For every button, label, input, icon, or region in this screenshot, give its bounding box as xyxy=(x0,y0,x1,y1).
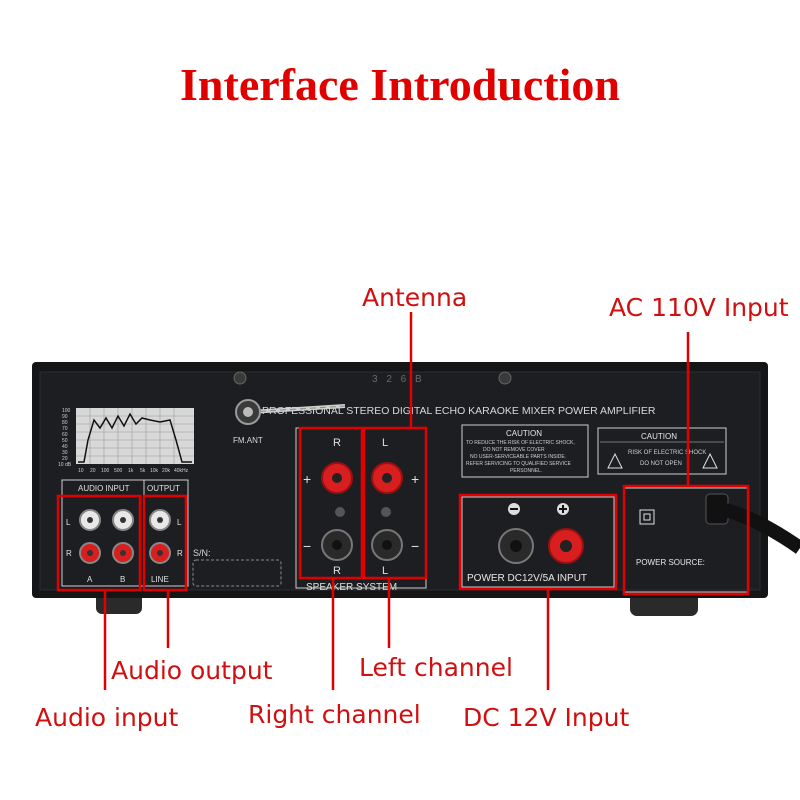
highlight-audio-output xyxy=(142,494,188,592)
svg-text:100: 100 xyxy=(62,408,71,414)
svg-text:20: 20 xyxy=(62,456,68,462)
svg-text:40: 40 xyxy=(62,444,68,450)
input-b-label: B xyxy=(120,575,125,584)
ac-power-cord xyxy=(723,503,800,554)
power-source-label: POWER SOURCE: xyxy=(636,558,705,567)
caution-line: PERSONNEL. xyxy=(510,468,542,474)
svg-text:40kHz: 40kHz xyxy=(174,468,189,474)
svg-text:50: 50 xyxy=(62,438,68,444)
speaker-l-bottom: L xyxy=(382,565,388,577)
model-number: 3 2 6 B xyxy=(372,374,425,385)
power-dc-label: POWER DC12V/5A INPUT xyxy=(467,573,587,584)
input-l-label: L xyxy=(66,518,71,527)
caution-line: DO NOT OPEN xyxy=(640,461,682,467)
svg-text:60: 60 xyxy=(62,432,68,438)
speaker-plus-right: + xyxy=(411,471,419,487)
highlight-left-channel xyxy=(362,426,428,580)
svg-text:80: 80 xyxy=(62,420,68,426)
screw-icon xyxy=(381,507,391,517)
caution-label-1 xyxy=(461,424,589,478)
io-frame xyxy=(61,479,189,587)
speaker-minus-left: − xyxy=(303,538,311,554)
caution-label-2 xyxy=(597,427,727,475)
caution-title-2: CAUTION xyxy=(641,432,677,441)
rca-jacks[interactable] xyxy=(79,509,171,564)
serial-number-label: S/N: xyxy=(193,548,211,558)
fm-antenna xyxy=(235,399,346,425)
audio-input-label: AUDIO INPUT xyxy=(78,484,130,493)
screw-icon xyxy=(233,371,247,385)
speaker-r-top: R xyxy=(333,437,341,449)
speaker-minus-right: − xyxy=(411,538,419,554)
output-l-label: L xyxy=(177,518,182,527)
svg-text:100: 100 xyxy=(101,468,110,474)
caution-line: RISK OF ELECTRIC SHOCK xyxy=(628,450,706,456)
svg-text:500: 500 xyxy=(114,468,123,474)
caution-line: REFER SERVICING TO QUALIFIED SERVICE xyxy=(466,461,572,467)
warning-triangle-icon xyxy=(702,452,718,469)
warning-triangle-icon xyxy=(607,452,623,469)
panel-header: PROFESSIONAL STEREO DIGITAL ECHO KARAOKE… xyxy=(262,405,656,417)
screw-icon xyxy=(335,507,345,517)
graph-x-labels: 10 20 100 500 1k 5k 10k 20k 40kHz xyxy=(78,468,189,474)
line-label: LINE xyxy=(151,575,169,584)
speaker-l-top: L xyxy=(382,437,388,449)
svg-text:30: 30 xyxy=(62,450,68,456)
highlight-audio-input xyxy=(56,494,142,592)
svg-text:10: 10 xyxy=(78,468,84,474)
svg-text:5k: 5k xyxy=(140,468,146,474)
output-label: OUTPUT xyxy=(147,484,180,493)
fm-ant-label: FM.ANT xyxy=(233,436,263,445)
callout-audio-input: Audio input xyxy=(35,703,179,732)
callout-dc-input: DC 12V Input xyxy=(463,703,630,732)
callout-antenna: Antenna xyxy=(362,283,468,312)
svg-text:70: 70 xyxy=(62,426,68,432)
highlight-boxes xyxy=(56,426,750,596)
caution-title-1: CAUTION xyxy=(506,429,542,438)
svg-text:90: 90 xyxy=(62,414,68,420)
highlight-dc-input xyxy=(458,493,618,591)
output-r-label: R xyxy=(177,549,183,558)
ac-power-cord-plug[interactable] xyxy=(705,493,729,525)
svg-text:20: 20 xyxy=(90,468,96,474)
highlight-right-channel xyxy=(298,426,364,580)
callout-left-channel: Left channel xyxy=(359,653,513,682)
speaker-system-label: SPEAKER SYSTEM xyxy=(306,582,397,593)
double-insulation-icon xyxy=(639,509,655,525)
highlight-ac-input xyxy=(622,484,750,596)
callout-right-channel: Right channel xyxy=(248,700,421,729)
caution-line: DO NOT REMOVE COVER xyxy=(483,447,545,453)
speaker-r-bottom: R xyxy=(333,565,341,577)
caution-line: TO REDUCE THE RISK OF ELECTRIC SHOCK, xyxy=(466,440,575,446)
svg-text:10 dB: 10 dB xyxy=(58,462,72,468)
screw-icon xyxy=(498,371,512,385)
callout-ac-input: AC 110V Input xyxy=(609,293,789,322)
svg-text:1k: 1k xyxy=(128,468,134,474)
callout-audio-output: Audio output xyxy=(111,656,273,685)
input-a-label: A xyxy=(87,575,93,584)
serial-number-box xyxy=(192,559,282,587)
frequency-response-graph xyxy=(76,408,194,464)
speaker-plus-left: + xyxy=(303,471,311,487)
input-r-label: R xyxy=(66,549,72,558)
svg-text:10k: 10k xyxy=(150,468,159,474)
page-title: Interface Introduction xyxy=(180,59,620,110)
callout-lines xyxy=(103,312,690,690)
speaker-terminals[interactable] xyxy=(321,462,403,561)
dc-input-frame xyxy=(461,496,615,588)
graph-y-labels: 100 90 80 70 60 50 40 30 20 10 dB xyxy=(58,408,72,468)
caution-line: NO USER-SERVICEABLE PARTS INSIDE. xyxy=(470,454,566,460)
svg-text:20k: 20k xyxy=(162,468,171,474)
